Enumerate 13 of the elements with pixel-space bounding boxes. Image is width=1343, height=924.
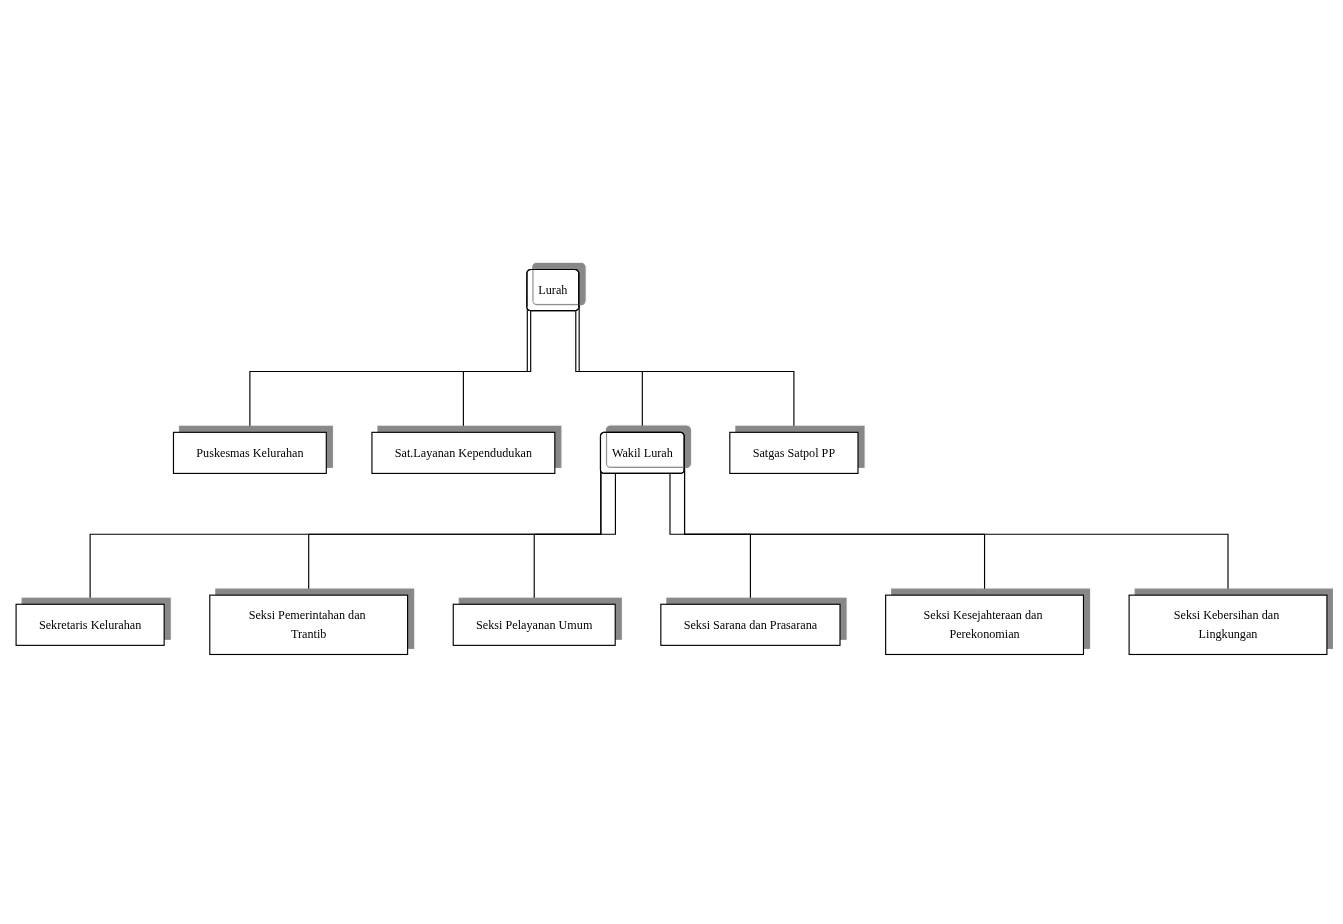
node-box: Sekretaris Kelurahan — [15, 603, 165, 646]
connector — [462, 310, 532, 433]
connector — [575, 310, 644, 434]
connector — [669, 473, 751, 605]
node-box: Seksi Pelayanan Umum — [452, 603, 616, 646]
node-box: Seksi Kesejahteraan dan Perekonomian — [885, 594, 1085, 656]
node-box: Sat.Layanan Kependudukan — [371, 431, 556, 474]
node-box: Seksi Kebersihan dan Lingkungan — [1128, 594, 1328, 656]
node-box: Seksi Sarana dan Prasarana — [660, 603, 841, 646]
node-box: Seksi Pemerintahan dan Trantib — [209, 594, 409, 656]
connector — [533, 473, 616, 605]
node-box: Satgas Satpol PP — [729, 431, 859, 474]
node-box: Puskesmas Kelurahan — [172, 431, 327, 474]
